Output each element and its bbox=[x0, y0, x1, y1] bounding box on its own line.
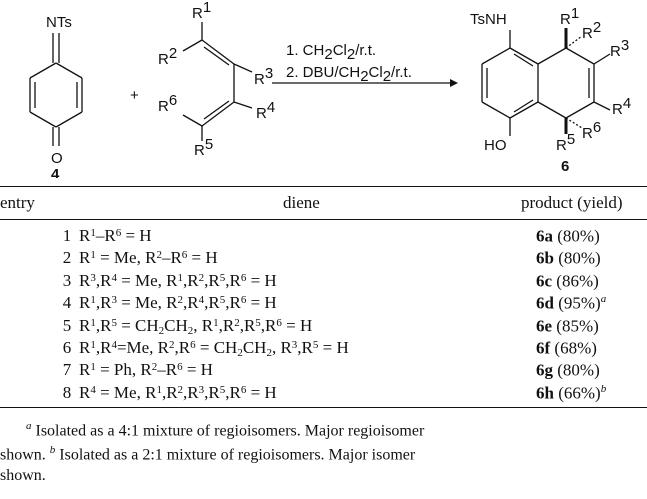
footnote-b-line: shown. b Isolated as a 2:1 mixture of re… bbox=[0, 444, 647, 464]
table-bottom-rule bbox=[0, 407, 647, 408]
product-r6: R6 bbox=[582, 119, 601, 142]
footnote-b-cont: shown. bbox=[0, 467, 647, 485]
entry-cell: 5 bbox=[62, 315, 72, 335]
product-r4: R4 bbox=[612, 95, 631, 118]
header-product: product (yield) bbox=[521, 193, 623, 212]
product-yield: (86%) bbox=[556, 271, 599, 291]
diene-cell: R1–R6 = H bbox=[79, 226, 152, 245]
product-label: 6c bbox=[536, 271, 553, 291]
condition-step-2: 2. DBU/CH2Cl2/r.t. bbox=[286, 64, 412, 85]
header-entry: entry bbox=[0, 193, 35, 212]
compound-4-label: 4 bbox=[51, 166, 60, 178]
product-label: 6a bbox=[536, 226, 553, 246]
product-cell: 6a (80%) bbox=[536, 226, 600, 247]
plus-sign: + bbox=[130, 87, 139, 104]
yield-footnote-mark: a bbox=[600, 293, 607, 306]
table-row: 5 R1,R5 = CH2CH2, R1,R2,R5,R6 = H 6e (85%) bbox=[0, 316, 647, 337]
footnote-a: a Isolated as a 4:1 mixture of regioisom… bbox=[26, 420, 647, 440]
product-label: 6g bbox=[536, 361, 553, 381]
entry-cell: 6 bbox=[62, 338, 72, 357]
diene-cell: R1,R5 = CH2CH2, R1,R2,R5,R6 = H bbox=[79, 315, 313, 337]
table-row: 8 R4 = Me, R1,R2,R3,R5,R6 = H 6h (66%)b bbox=[0, 383, 647, 404]
condition-step-1: 1. CH2Cl2/r.t. bbox=[286, 42, 376, 63]
product-yield: (80%) bbox=[558, 249, 601, 269]
diene-cell: R4 = Me, R1,R2,R3,R5,R6 = H bbox=[79, 382, 277, 402]
table-row: 6 R1,R4=Me, R2,R6 = CH2CH2, R3,R5 = H 6f (… bbox=[0, 338, 647, 359]
entry-cell: 3 bbox=[62, 270, 72, 290]
diene-r3: R3 bbox=[254, 65, 273, 88]
product-cell: 6b (80%) bbox=[536, 248, 601, 269]
diene-cell: R1 = Ph, R2–R6 = H bbox=[79, 360, 213, 380]
product-cell: 6c (86%) bbox=[536, 271, 599, 292]
product-r1: R1 bbox=[560, 5, 579, 28]
product-label: 6b bbox=[536, 249, 554, 269]
product-label: 6e bbox=[536, 316, 553, 336]
product-cell: 6f (68%) bbox=[536, 338, 597, 359]
table-row: 7 R1 = Ph, R2–R6 = H 6g (80%) bbox=[0, 360, 647, 381]
yield-footnote-mark: b bbox=[600, 382, 607, 395]
product-yield: (80%) bbox=[557, 226, 600, 246]
footnote-a-mark: a bbox=[26, 420, 32, 432]
diene-cell: R3,R4 = Me, R1,R2,R5,R6 = H bbox=[79, 270, 277, 290]
diene-r6: R6 bbox=[158, 92, 177, 115]
reaction-arrow-head bbox=[450, 79, 458, 87]
footnote-b-mark: b bbox=[49, 444, 56, 456]
product-r3: R3 bbox=[610, 37, 629, 60]
product-cell: 6g (80%) bbox=[536, 360, 600, 381]
diene-cell: R1,R3 = Me, R2,R4,R5,R6 = H bbox=[79, 293, 277, 313]
diene-cell: R1,R4=Me, R2,R6 = CH2CH2, R3,R5 = H bbox=[79, 338, 349, 359]
diene-r2: R2 bbox=[158, 45, 177, 68]
product-cell: 6d (95%)a bbox=[536, 293, 606, 314]
entry-cell: 7 bbox=[62, 360, 72, 380]
product-label: 6d bbox=[536, 293, 554, 313]
product-structure bbox=[481, 28, 611, 136]
entry-cell: 8 bbox=[62, 382, 72, 402]
entry-cell: 2 bbox=[62, 248, 72, 268]
product-yield: (95%) bbox=[558, 293, 601, 313]
diene-cell: R1 = Me, R2–R6 = H bbox=[79, 248, 218, 268]
compound-6-label: 6 bbox=[561, 158, 569, 175]
product-cell: 6e (85%) bbox=[536, 316, 599, 337]
product-yield: (68%) bbox=[554, 338, 597, 358]
footnote-b-cont-text: shown. bbox=[0, 467, 46, 484]
product-r5: R5 bbox=[556, 131, 575, 154]
footnote-a-text: Isolated as a 4:1 mixture of regioisomer… bbox=[31, 422, 425, 440]
table-row: 3 R3,R4 = Me, R1,R2,R5,R6 = H 6c (86%) bbox=[0, 271, 647, 292]
product-r2: R2 bbox=[582, 19, 601, 42]
diene-structure bbox=[182, 22, 253, 141]
product-yield: (85%) bbox=[556, 316, 599, 336]
header-rule bbox=[0, 219, 647, 220]
product-yield: (66%) bbox=[558, 383, 601, 403]
table-top-rule bbox=[0, 186, 647, 187]
table-row: 1 R1–R6 = H 6a (80%) bbox=[0, 226, 647, 247]
product-tsnh: TsNH bbox=[470, 11, 507, 28]
nts-group: NTs bbox=[46, 14, 72, 31]
entry-cell: 4 bbox=[62, 293, 72, 313]
table-row: 2 R1 = Me, R2–R6 = H 6b (80%) bbox=[0, 248, 647, 269]
table-row: 4 R1,R3 = Me, R2,R4,R5,R6 = H 6d (95%)a bbox=[0, 293, 647, 314]
diene-r4: R4 bbox=[256, 99, 275, 122]
quinone-imine-structure bbox=[29, 33, 83, 146]
footnote-a-cont: shown. bbox=[0, 446, 50, 464]
diene-r5: R5 bbox=[194, 136, 213, 159]
entry-cell: 1 bbox=[62, 226, 72, 245]
product-label: 6h bbox=[536, 383, 554, 403]
diene-r1: R1 bbox=[192, 0, 211, 22]
product-label: 6f bbox=[536, 338, 551, 358]
footnote-b-text: Isolated as a 2:1 mixture of regioisomer… bbox=[55, 446, 416, 464]
product-ho: HO bbox=[484, 137, 507, 154]
product-cell: 6h (66%)b bbox=[536, 383, 606, 404]
carbonyl-oxygen: O bbox=[51, 150, 63, 167]
reaction-scheme: NTs O 4 + R1 R2 R3 R4 R5 R6 1. CH2Cl2/r.… bbox=[29, 0, 631, 178]
header-diene: diene bbox=[283, 193, 320, 212]
product-yield: (80%) bbox=[557, 361, 600, 381]
